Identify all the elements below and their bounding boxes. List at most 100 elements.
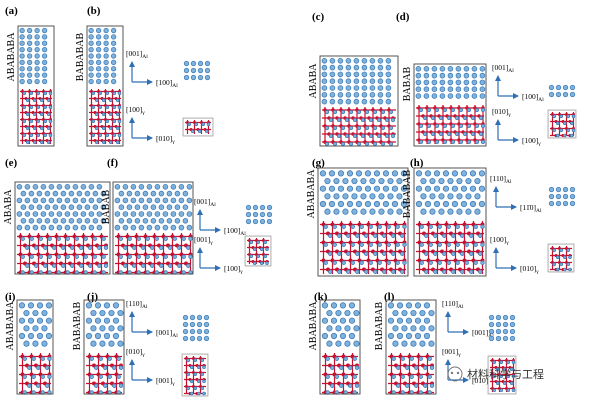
al-atom (150, 190, 157, 197)
al-atom (98, 133, 103, 138)
al-atom (112, 383, 117, 388)
al-atom (479, 79, 486, 86)
al-atom (429, 383, 435, 388)
al-atom (555, 133, 560, 138)
al-atom (154, 211, 161, 217)
al-atom (19, 66, 25, 72)
panel-g: (g)ABABABA (306, 157, 409, 277)
al-atom (130, 197, 137, 204)
al-atom (44, 190, 51, 197)
al-atom (451, 185, 459, 192)
al-atom (422, 131, 427, 136)
al-atom (364, 141, 369, 146)
al-atom (259, 261, 264, 266)
al-atom (94, 383, 99, 388)
al-atom (41, 72, 48, 78)
al-atom (372, 141, 377, 146)
supercell-frame (14, 181, 111, 275)
al-atom (385, 64, 392, 71)
al-atom (41, 78, 48, 85)
al-atom (368, 260, 373, 265)
al-atom (84, 218, 91, 224)
al-atom (118, 254, 123, 259)
al-atom (145, 236, 150, 241)
al-atom (332, 224, 337, 229)
al-unit-cell-atom (190, 60, 197, 67)
al-axes-horizontal-label: [100]Al (522, 92, 544, 103)
al-atom (103, 332, 111, 340)
al-atom (92, 190, 99, 197)
al-atom (438, 177, 445, 185)
al-atom (433, 233, 438, 238)
al-axes-horizontal-label: [001]Al (156, 328, 178, 339)
al-atom (48, 224, 55, 231)
gamma-axes-horizontal-label: [010]γ (520, 264, 539, 275)
al-atom (43, 119, 48, 124)
al-atom (19, 27, 25, 34)
al-atom (454, 131, 459, 136)
al-atom (464, 224, 469, 229)
al-atom (103, 365, 108, 370)
al-atom (437, 224, 442, 229)
al-atom (65, 254, 70, 259)
gamma-axes-horizontal-subscript: γ (537, 141, 541, 147)
al-atom (46, 126, 51, 131)
al-atom (571, 114, 576, 119)
al-atom (402, 260, 407, 265)
al-atom (103, 27, 109, 34)
al-atom (479, 66, 486, 72)
al-atom (364, 200, 372, 208)
al-atom (103, 72, 109, 78)
al-atom (178, 197, 185, 204)
al-atom (79, 245, 84, 250)
al-atom (439, 79, 446, 86)
al-atom (470, 131, 475, 136)
al-unit-cell-atom (189, 335, 196, 342)
al-atom (249, 254, 254, 259)
al-atom (154, 197, 161, 204)
al-unit-cell-atom (189, 328, 196, 335)
al-atom (177, 263, 182, 268)
al-atom (22, 105, 27, 110)
al-atom (46, 98, 51, 103)
al-unit-cell-atom (495, 328, 502, 335)
al-atom (146, 211, 153, 217)
al-atom (188, 254, 193, 259)
al-atom (43, 105, 48, 110)
al-axes-horizontal-label: [100]Al (156, 78, 178, 89)
axes-h: [110]Al[11̄0]Al[100]γ[010]γ (490, 174, 576, 275)
al-atom (429, 208, 436, 215)
al-atom (465, 193, 472, 200)
al-atom (28, 218, 35, 224)
al-atom (329, 57, 336, 64)
al-unit-cell-atom (548, 200, 555, 207)
al-unit-cell-atom (182, 335, 189, 342)
al-atom (343, 356, 348, 361)
al-atom (377, 85, 384, 91)
al-atom (410, 340, 417, 347)
al-atom (110, 40, 117, 46)
al-atom (382, 185, 390, 192)
al-unit-cell-atom (197, 60, 204, 67)
al-atom (112, 365, 117, 370)
al-atom (70, 245, 75, 250)
al-atom (256, 240, 261, 245)
al-atom (345, 98, 352, 105)
al-atom (110, 78, 117, 85)
panel-f: (f)BABAB (101, 157, 194, 275)
al-atom (265, 247, 269, 252)
panel-e: (e)ABABA (3, 157, 111, 275)
al-atom (172, 254, 177, 259)
al-unit-cell-atom (509, 321, 516, 328)
al-atom (103, 383, 108, 388)
gamma-axes-horizontal-label: [001]γ (156, 376, 175, 387)
gamma-axes-vertical-label: [001]γ (194, 235, 213, 246)
al-atom (433, 185, 441, 192)
al-atom (474, 108, 479, 113)
al-atom (333, 177, 340, 185)
al-atom (112, 317, 120, 324)
al-atom (345, 78, 352, 84)
al-atom (107, 374, 112, 379)
al-atom (337, 269, 342, 274)
al-atom (154, 224, 161, 231)
